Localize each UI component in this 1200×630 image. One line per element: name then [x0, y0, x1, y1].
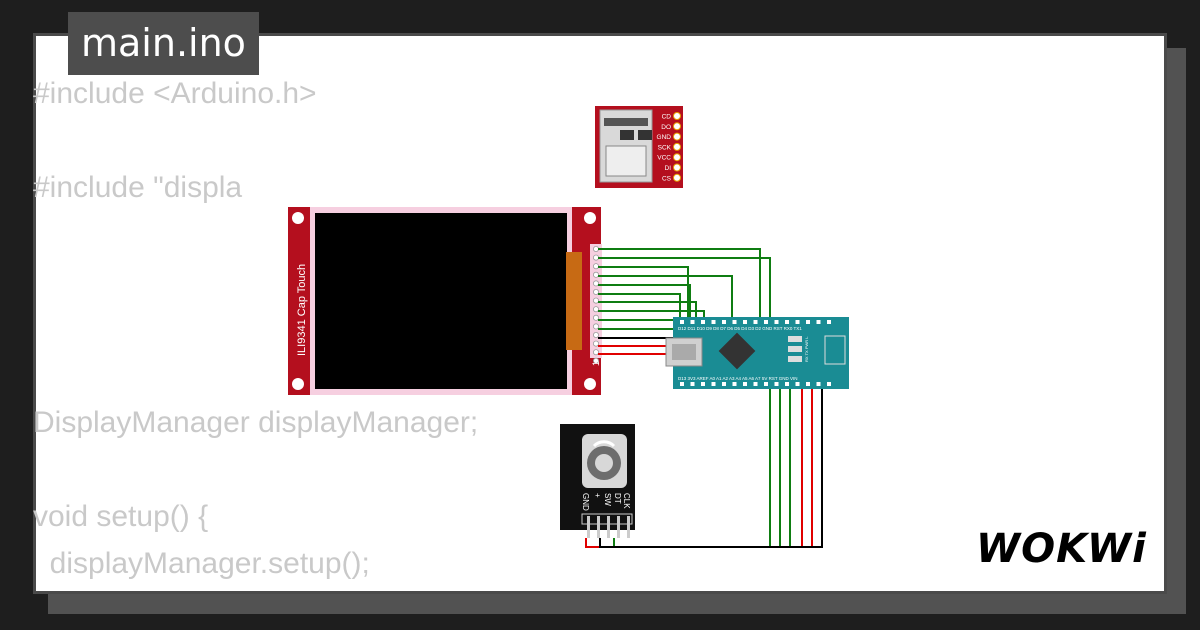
nano-top-pin[interactable]: [795, 320, 800, 324]
nano-top-pin[interactable]: [785, 320, 789, 324]
nano-bottom-pin[interactable]: [743, 382, 747, 386]
arduino-nano[interactable]: D12 D11 D10 D9 D8 D7 D6 D5 D4 D3 D2 GND …: [665, 317, 849, 389]
sd-pin-vcc[interactable]: [673, 153, 681, 162]
encoder-pin-label: SW: [603, 493, 612, 506]
nano-top-pin[interactable]: [816, 320, 821, 324]
tft-pin[interactable]: [593, 245, 600, 252]
encoder-pin[interactable]: [597, 516, 600, 538]
tft-pin[interactable]: [593, 254, 600, 261]
nano-top-pin[interactable]: [680, 320, 684, 324]
nano-top-label: D12 D11 D10 D9 D8 D7 D6 D5 D4 D3 D2 GND …: [678, 326, 802, 331]
tft-pin[interactable]: [593, 271, 600, 278]
tft-pin[interactable]: [593, 349, 600, 356]
nano-bottom-pin[interactable]: [827, 382, 831, 386]
nano-bottom-pin[interactable]: [690, 382, 695, 386]
nano-bottom-pin[interactable]: [701, 382, 705, 386]
encoder-pin[interactable]: [617, 516, 620, 538]
wokwi-logo: WOKWi: [976, 526, 1147, 572]
tft-pin[interactable]: [593, 263, 600, 270]
sd-pin-label: VCC: [657, 155, 671, 162]
sd-pin-do[interactable]: [673, 122, 681, 131]
nano-bottom-pin[interactable]: [774, 382, 779, 386]
sd-pin-label: DO: [661, 124, 671, 131]
sd-pin-cs[interactable]: [673, 173, 681, 182]
display-label: ILI9341 Cap Touch: [296, 264, 308, 356]
nano-bottom-pin[interactable]: [795, 382, 800, 386]
sd-pin-sck[interactable]: [673, 142, 681, 151]
nano-bottom-pin[interactable]: [680, 382, 684, 386]
pin-one-marker: 1: [591, 361, 601, 366]
code-preview: #include <Arduino.h> #include "displa Di…: [33, 70, 478, 587]
tft-pin[interactable]: [593, 331, 600, 338]
tft-pin[interactable]: [593, 340, 600, 347]
nano-top-pin[interactable]: [701, 320, 705, 324]
tft-pin[interactable]: [593, 306, 600, 313]
tft-display[interactable]: ILI9341 Cap Touch 1: [288, 207, 602, 395]
nano-bottom-pin[interactable]: [722, 382, 726, 386]
sd-card-module[interactable]: CD DO GND SCK VCC DI CS: [595, 106, 683, 188]
encoder-pin[interactable]: [627, 516, 630, 538]
nano-top-pin[interactable]: [764, 320, 768, 324]
nano-side-label: RX TX PWR L: [804, 336, 809, 362]
nano-top-pin[interactable]: [711, 320, 716, 324]
nano-top-pin[interactable]: [732, 320, 737, 324]
nano-bottom-pin[interactable]: [785, 382, 789, 386]
nano-bottom-pin[interactable]: [806, 382, 810, 386]
nano-top-pin[interactable]: [827, 320, 831, 324]
tft-pin[interactable]: [593, 288, 600, 295]
encoder-pin[interactable]: [607, 516, 610, 538]
sd-pin-label: CD: [662, 114, 672, 121]
sd-pin-gnd[interactable]: [673, 132, 681, 141]
nano-top-pin[interactable]: [753, 320, 758, 324]
sd-pin-di[interactable]: [673, 163, 681, 172]
encoder-pin-label: DT: [613, 493, 622, 504]
code-line: DisplayManager displayManager;: [33, 406, 479, 439]
sd-pin-cd[interactable]: [673, 112, 681, 120]
nano-bottom-pin[interactable]: [732, 382, 737, 386]
nano-bottom-pin[interactable]: [764, 382, 768, 386]
nano-top-pin[interactable]: [690, 320, 695, 324]
encoder-pin-label: +: [593, 493, 602, 498]
encoder-pin-label: GND: [581, 493, 590, 511]
tft-pin[interactable]: [593, 357, 600, 364]
nano-top-pin[interactable]: [774, 320, 779, 324]
nano-top-pin[interactable]: [743, 320, 747, 324]
nano-bottom-pin[interactable]: [711, 382, 716, 386]
tft-pin[interactable]: [593, 323, 600, 330]
encoder-pin[interactable]: [587, 516, 590, 538]
nano-bottom-label: D13 3V3 AREF A0 A1 A2 A3 A4 A5 A6 A7 5V …: [678, 376, 798, 381]
encoder-pin-label: CLK: [622, 493, 631, 509]
nano-top-pin[interactable]: [722, 320, 726, 324]
sd-pin-label: CS: [662, 175, 672, 182]
code-line: #include <Arduino.h>: [33, 77, 317, 110]
tft-pin[interactable]: [593, 280, 600, 287]
nano-top-pin[interactable]: [806, 320, 810, 324]
sd-pin-label: GND: [657, 134, 672, 141]
sd-pin-label: DI: [665, 165, 672, 172]
nano-bottom-pin[interactable]: [753, 382, 758, 386]
sd-pin-label: SCK: [658, 144, 672, 151]
tft-pin[interactable]: [593, 314, 600, 321]
tft-pin[interactable]: [593, 297, 600, 304]
code-line: displayManager.setup();: [33, 547, 370, 580]
nano-bottom-pin[interactable]: [816, 382, 821, 386]
code-line: void setup() {: [33, 500, 209, 533]
code-line: #include "displa: [33, 171, 243, 204]
file-tab[interactable]: main.ino: [68, 12, 259, 75]
